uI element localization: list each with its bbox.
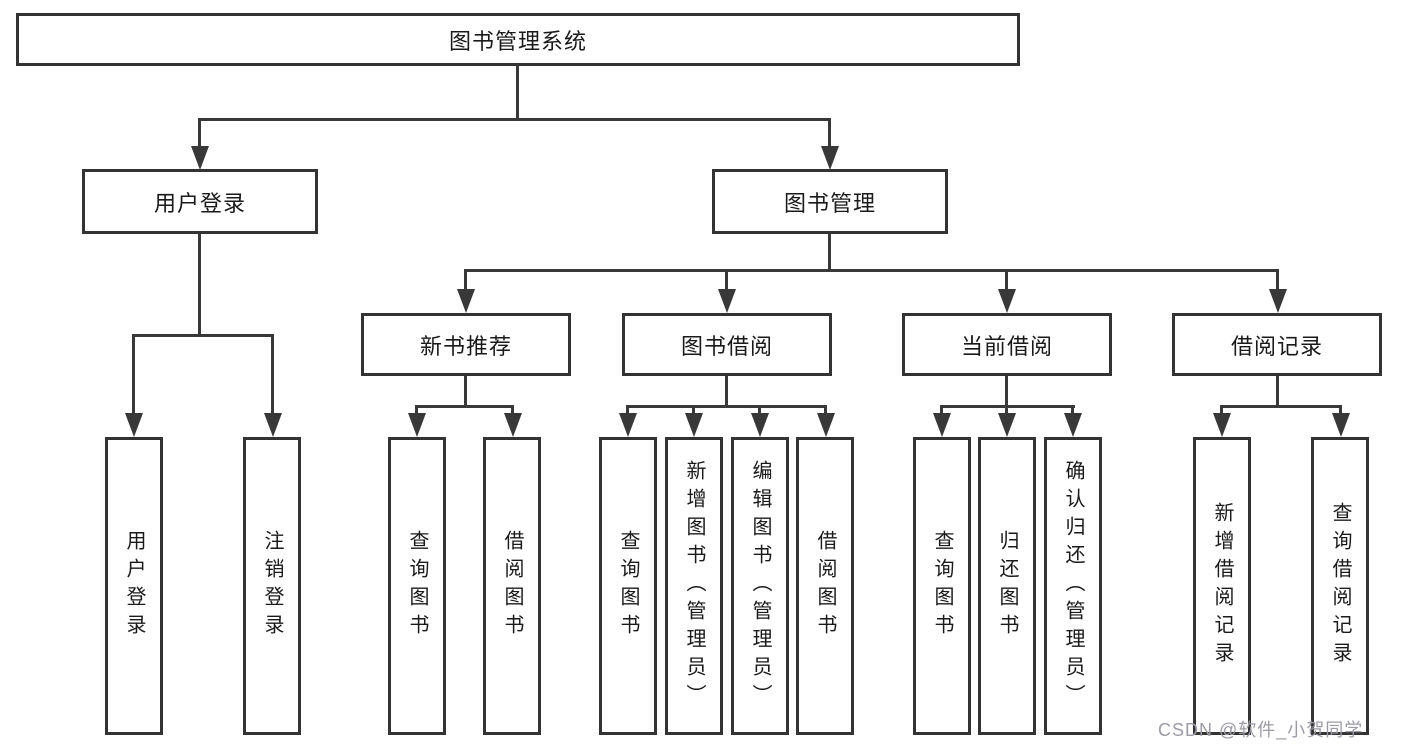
connector-line: [415, 405, 514, 408]
node-user-login: 用户登录: [82, 169, 318, 234]
arrow-down-icon: [1332, 413, 1350, 437]
connector-line: [1276, 376, 1279, 408]
leaf-recommend-borrow-books: 借阅图书: [483, 437, 541, 735]
connector-line: [198, 234, 201, 337]
leaf-logout-label: 注销登录: [261, 530, 283, 642]
connector-line: [464, 269, 467, 291]
leaf-return-books-label: 归还图书: [996, 530, 1018, 642]
arrow-down-icon: [998, 289, 1016, 313]
leaf-edit-books-admin: 编辑图书（管理员）: [731, 437, 789, 735]
node-new-book-recommend-label: 新书推荐: [419, 333, 512, 359]
leaf-recommend-query-books: 查询图书: [388, 437, 446, 735]
connector-line: [1071, 405, 1074, 415]
connector-line: [415, 405, 418, 415]
arrow-down-icon: [125, 413, 143, 437]
leaf-user-login-label: 用户登录: [123, 530, 145, 642]
node-book-management: 图书管理: [712, 169, 948, 234]
arrow-down-icon: [1213, 413, 1231, 437]
connector-line: [516, 64, 519, 121]
leaf-query-borrow-record: 查询借阅记录: [1311, 437, 1369, 735]
connector-line: [692, 405, 695, 415]
connector-line: [511, 405, 514, 415]
node-user-login-label: 用户登录: [153, 190, 246, 216]
leaf-logout: 注销登录: [243, 437, 301, 735]
leaf-add-books-admin-label: 新增图书（管理员）: [683, 460, 705, 712]
leaf-confirm-return-admin: 确认归还（管理员）: [1044, 437, 1102, 735]
connector-line: [464, 269, 1279, 272]
node-book-management-label: 图书管理: [783, 190, 876, 216]
connector-line: [1005, 376, 1008, 408]
connector-line: [1005, 269, 1008, 291]
leaf-borrow-query-books-label: 查询图书: [617, 530, 639, 642]
connector-line: [132, 334, 274, 337]
node-book-borrow: 图书借阅: [622, 313, 832, 376]
leaf-return-books: 归还图书: [978, 437, 1036, 735]
connector-line: [1220, 405, 1342, 408]
arrow-down-icon: [1269, 289, 1287, 313]
connector-line: [198, 118, 831, 121]
arrow-down-icon: [619, 413, 637, 437]
arrow-down-icon: [751, 413, 769, 437]
arrow-down-icon: [998, 413, 1016, 437]
node-book-borrow-label: 图书借阅: [680, 333, 773, 359]
connector-line: [758, 405, 761, 415]
leaf-edit-books-admin-label: 编辑图书（管理员）: [749, 460, 771, 712]
leaf-recommend-borrow-books-label: 借阅图书: [501, 530, 523, 642]
csdn-watermark: CSDN @软件_小贺同学: [1158, 720, 1364, 740]
connector-line: [271, 334, 274, 414]
connector-line: [824, 405, 827, 415]
connector-line: [940, 405, 943, 415]
leaf-recommend-query-books-label: 查询图书: [406, 530, 428, 642]
connector-line: [464, 376, 467, 408]
connector-line: [1005, 405, 1008, 415]
leaf-borrow-query-books: 查询图书: [599, 437, 657, 735]
leaf-add-borrow-record-label: 新增借阅记录: [1211, 502, 1233, 670]
connector-line: [626, 405, 629, 415]
leaf-borrow-books-label: 借阅图书: [814, 530, 836, 642]
arrow-down-icon: [718, 289, 736, 313]
connector-line: [1220, 405, 1223, 415]
leaf-query-borrow-record-label: 查询借阅记录: [1329, 502, 1351, 670]
arrow-down-icon: [264, 413, 282, 437]
leaf-add-books-admin: 新增图书（管理员）: [665, 437, 723, 735]
arrow-down-icon: [408, 413, 426, 437]
leaf-borrow-books: 借阅图书: [796, 437, 854, 735]
arrow-down-icon: [504, 413, 522, 437]
arrow-down-icon: [1064, 413, 1082, 437]
connector-line: [1276, 269, 1279, 291]
connector-line: [132, 334, 135, 414]
leaf-current-query-books-label: 查询图书: [931, 530, 953, 642]
arrow-down-icon: [933, 413, 951, 437]
arrow-down-icon: [457, 289, 475, 313]
node-current-borrow-label: 当前借阅: [960, 333, 1053, 359]
connector-line: [725, 376, 728, 408]
arrow-down-icon: [817, 413, 835, 437]
arrow-down-icon: [685, 413, 703, 437]
arrow-down-icon: [821, 146, 839, 170]
node-current-borrow: 当前借阅: [902, 313, 1112, 376]
arrow-down-icon: [191, 146, 209, 170]
connector-line: [828, 118, 831, 148]
connector-line: [1339, 405, 1342, 415]
leaf-current-query-books: 查询图书: [913, 437, 971, 735]
node-root-label: 图书管理系统: [448, 28, 587, 54]
node-borrow-records-label: 借阅记录: [1230, 333, 1323, 359]
node-borrow-records: 借阅记录: [1172, 313, 1382, 376]
connector-line: [725, 269, 728, 291]
leaf-confirm-return-admin-label: 确认归还（管理员）: [1062, 460, 1084, 712]
node-new-book-recommend: 新书推荐: [361, 313, 571, 376]
leaf-user-login: 用户登录: [105, 437, 163, 735]
leaf-add-borrow-record: 新增借阅记录: [1193, 437, 1251, 735]
connector-line: [828, 234, 831, 272]
connector-line: [626, 405, 827, 408]
connector-line: [198, 118, 201, 148]
node-root: 图书管理系统: [16, 13, 1020, 66]
